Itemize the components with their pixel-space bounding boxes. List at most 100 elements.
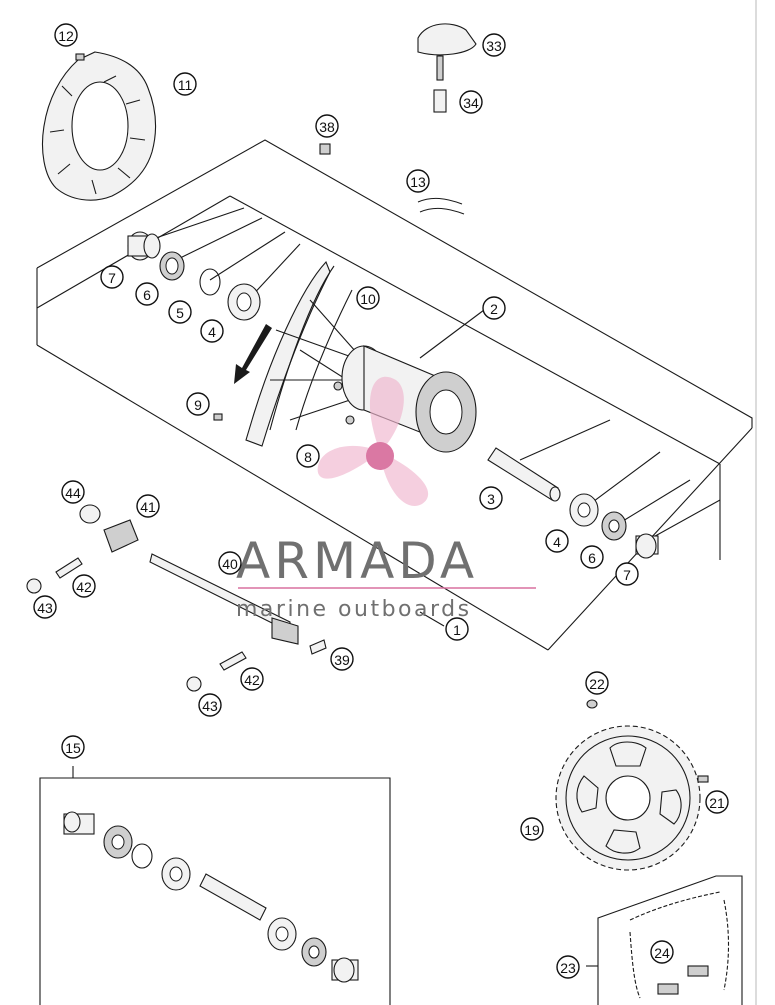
callout-circle (479, 486, 503, 510)
callout-circle (218, 551, 242, 575)
callout-8: 8 (296, 444, 320, 468)
callout-38: 38 (315, 114, 339, 138)
callout-41: 41 (136, 494, 160, 518)
callout-number: 43 (202, 698, 218, 714)
callout-4: 4 (545, 529, 569, 553)
callout-circle (136, 494, 160, 518)
callout-22: 22 (585, 671, 609, 695)
callout-number: 9 (194, 397, 202, 413)
callout-number: 5 (176, 305, 184, 321)
callout-number: 23 (560, 960, 576, 976)
callout-circle (356, 286, 380, 310)
callout-7: 7 (615, 562, 639, 586)
callout-number: 34 (463, 95, 479, 111)
callout-circle (545, 529, 569, 553)
callout-number: 4 (553, 534, 561, 550)
leader-hub (419, 309, 485, 359)
callout-circle (240, 667, 264, 691)
callout-circle (585, 671, 609, 695)
callout-2: 2 (482, 296, 506, 320)
callout-number: 1 (453, 622, 461, 638)
callout-circle (650, 940, 674, 964)
callout-23: 23 (556, 955, 580, 979)
callout-5: 5 (168, 300, 192, 324)
callout-circle (615, 562, 639, 586)
part-callouts: 1211333438137654102983444146740424313942… (33, 23, 729, 979)
callout-34: 34 (459, 90, 483, 114)
callout-circle (520, 817, 544, 841)
bearing-kit-parts (63, 811, 359, 983)
callout-3: 3 (479, 486, 503, 510)
callout-number: 12 (58, 28, 74, 44)
right-wheel-parts (569, 493, 659, 559)
callout-33: 33 (482, 33, 506, 57)
callout-circle (168, 300, 192, 324)
valve-cap-assembly (417, 23, 477, 113)
callout-6: 6 (135, 282, 159, 306)
spoke-nipple (213, 413, 223, 421)
callout-circle (556, 955, 580, 979)
callout-number: 39 (334, 652, 350, 668)
callout-39: 39 (330, 647, 354, 671)
sprocket-bolt (697, 775, 709, 783)
callout-number: 21 (709, 795, 725, 811)
rear-sprocket (555, 725, 701, 871)
callout-6: 6 (580, 545, 604, 569)
callout-13: 13 (406, 169, 430, 193)
callout-number: 22 (589, 676, 605, 692)
disc-bolt (75, 53, 85, 61)
brake-disc (41, 51, 156, 201)
callout-circle (61, 480, 85, 504)
callout-number: 15 (65, 740, 81, 756)
rim (245, 260, 353, 447)
spokes (270, 299, 367, 421)
callout-number: 8 (304, 449, 312, 465)
callout-circle (315, 114, 339, 138)
callout-43: 43 (198, 693, 222, 717)
callout-43: 43 (33, 595, 57, 619)
callout-number: 2 (490, 301, 498, 317)
axle-sleeve (487, 447, 561, 502)
callout-number: 7 (623, 567, 631, 583)
left-wheel-parts (127, 231, 261, 321)
callout-circle (705, 790, 729, 814)
callout-1: 1 (445, 617, 469, 641)
callout-circle (173, 72, 197, 96)
callout-circle (445, 617, 469, 641)
callout-circle (459, 90, 483, 114)
callout-number: 42 (244, 672, 260, 688)
callout-circle (72, 574, 96, 598)
callout-15: 15 (61, 735, 85, 759)
rotation-arrow (234, 324, 272, 384)
chain-adjuster-left (26, 504, 139, 594)
callout-circle (100, 265, 124, 289)
callout-number: 3 (487, 491, 495, 507)
callout-4: 4 (200, 319, 224, 343)
callout-number: 7 (108, 270, 116, 286)
callout-circle (200, 319, 224, 343)
rim-tape (417, 197, 465, 215)
watermark-text: ARMADA marine outboards (236, 532, 536, 622)
callout-number: 44 (65, 485, 81, 501)
callout-circle (482, 296, 506, 320)
callout-circle (33, 595, 57, 619)
callout-24: 24 (650, 940, 674, 964)
callout-number: 38 (319, 119, 335, 135)
callout-19: 19 (520, 817, 544, 841)
callout-number: 6 (588, 550, 596, 566)
callout-number: 6 (143, 287, 151, 303)
callout-circle (330, 647, 354, 671)
callout-circle (198, 693, 222, 717)
callout-11: 11 (173, 72, 197, 96)
callout-circle (186, 392, 210, 416)
callout-40: 40 (218, 551, 242, 575)
callout-number: 11 (178, 77, 193, 93)
watermark-logo (317, 376, 429, 507)
callout-number: 10 (360, 291, 376, 307)
watermark-brand: ARMADA (236, 532, 478, 590)
callout-number: 41 (140, 499, 156, 515)
callout-9: 9 (186, 392, 210, 416)
callout-circle (54, 23, 78, 47)
callout-circle (580, 545, 604, 569)
